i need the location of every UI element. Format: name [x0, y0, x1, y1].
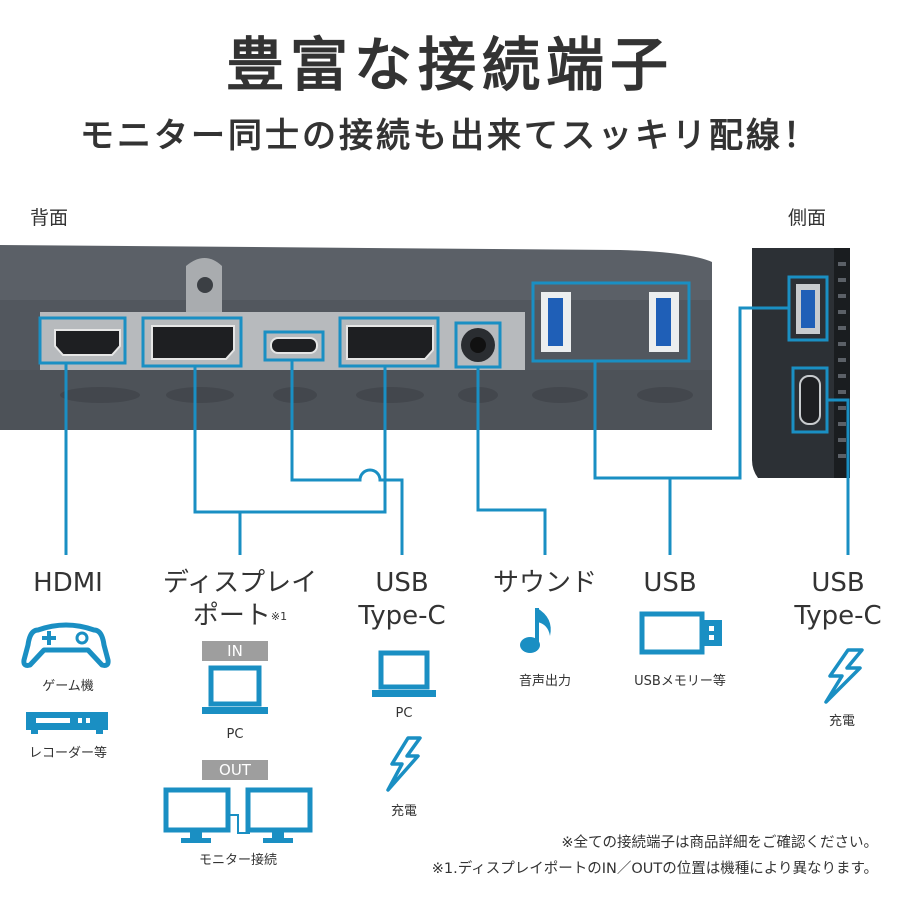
side-section-label: 側面 — [788, 207, 827, 229]
usbc-back-port — [270, 337, 318, 354]
game-controller-buttons — [42, 631, 89, 645]
displayport-out-use: モニター接続 — [198, 853, 277, 868]
usbc-side-label-line2: Type-C — [794, 601, 882, 631]
hdmi-port — [54, 329, 121, 356]
hdmi-use-recorder: レコーダー等 — [28, 746, 107, 761]
usbc-side-use: 充電 — [828, 714, 855, 729]
usbc-side-label-line1: USB — [811, 568, 865, 598]
displayport-in-use: PC — [226, 727, 244, 742]
displayport-label-line1: ディスプレイ — [162, 568, 318, 598]
audio-jack — [461, 328, 495, 362]
monitor-pair-icon — [163, 787, 313, 843]
usbc-back-use-charge: 充電 — [390, 804, 417, 819]
recorder-icon — [26, 712, 108, 734]
game-controller-icon — [21, 622, 111, 668]
displayport-label: ディスプレイ ポート※1 — [150, 567, 330, 633]
displayport-port-2 — [346, 325, 434, 360]
page-title: 豊富な接続端子 — [225, 31, 674, 99]
usbc-back-label-line2: Type-C — [358, 601, 446, 631]
displayport-footnote-mark: ※1 — [270, 610, 288, 623]
laptop-in-icon — [202, 665, 268, 714]
lightning-charge-icon — [386, 736, 422, 792]
usbc-side-label: USB Type-C — [776, 567, 900, 633]
back-section-label: 背面 — [30, 207, 69, 229]
note-details: ※全ての接続端子は商品詳細をご確認ください。 — [561, 835, 878, 851]
displayport-in-tag: IN — [202, 641, 268, 661]
usb-a-port-1 — [541, 292, 571, 352]
side-panel-photo — [752, 248, 850, 478]
usb-stick-icon — [639, 611, 722, 655]
note-displayport-position: ※1.ディスプレイポートのIN／OUTの位置は機種により異なります。 — [431, 861, 878, 877]
music-note-icon — [520, 608, 551, 653]
usbc-back-use-pc: PC — [395, 706, 413, 721]
usbc-back-label-line1: USB — [375, 568, 429, 598]
usb-use: USBメモリー等 — [634, 674, 726, 689]
sound-use: 音声出力 — [518, 674, 571, 689]
usbc-back-label: USB Type-C — [340, 567, 464, 633]
connector-lines — [64, 306, 850, 555]
displayport-port-1 — [151, 325, 235, 360]
displayport-out-tag: OUT — [202, 760, 268, 780]
displayport-label-line2: ポート — [192, 601, 271, 631]
hdmi-use-game: ゲーム機 — [42, 679, 94, 694]
usb-label: USB — [643, 568, 697, 598]
page-subtitle: モニター同士の接続も出来てスッキリ配線！ — [80, 116, 820, 156]
hdmi-label: HDMI — [33, 568, 103, 598]
sound-label: サウンド — [492, 568, 597, 598]
usb-a-port-2 — [649, 292, 679, 352]
laptop-pc-icon — [372, 650, 436, 697]
lightning-side-charge-icon — [824, 648, 864, 704]
